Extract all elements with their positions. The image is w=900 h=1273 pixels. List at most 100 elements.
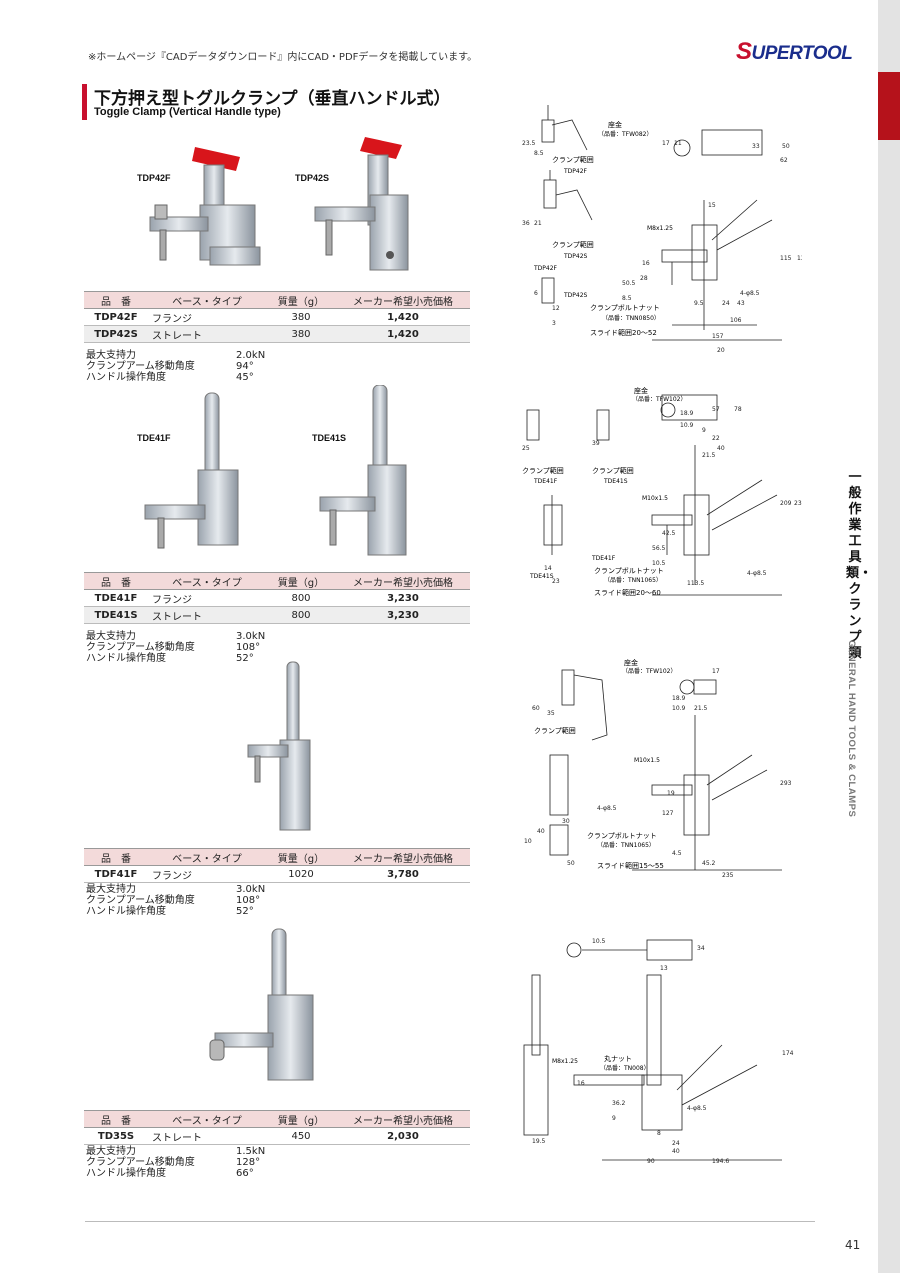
- prop-label: ハンドル操作角度: [86, 372, 166, 383]
- drawing-label: （品番：TNN1065）: [597, 842, 655, 849]
- technical-drawing-tdf41: 座金 （品番：TFW102） クランプ範囲 M10x1.5 クランプボルトナット…: [524, 658, 792, 879]
- drawing-label: クランプ範囲: [522, 466, 564, 475]
- cell-price: 2,030: [336, 1127, 470, 1145]
- prop-value: 52°: [236, 906, 254, 917]
- side-category-en: GENERAL HAND TOOLS & CLAMPS: [846, 640, 857, 818]
- dimension-label: 21.5: [702, 452, 716, 459]
- dimension-label: 40: [672, 1148, 680, 1155]
- dimension-label: 23.5: [522, 140, 536, 147]
- cell-code: TDE41S: [84, 606, 148, 624]
- dimension-label: 17: [712, 668, 720, 675]
- dimension-label: 40: [717, 445, 725, 452]
- drawing-label: 座金: [624, 658, 638, 667]
- drawing-label: （品番：TFW102）: [622, 668, 677, 675]
- drawing-label: TDE41F: [533, 478, 558, 485]
- prop-label: クランプアーム移動角度: [86, 1157, 195, 1168]
- dimension-label: 233: [794, 500, 802, 507]
- dimension-label: 9: [612, 1115, 616, 1122]
- dimension-label: 36.2: [612, 1100, 626, 1107]
- dimension-label: 30: [562, 818, 570, 825]
- product-photo-tde41: [144, 385, 407, 556]
- drawing-label: （品番：TNN0850）: [602, 315, 660, 322]
- drawing-label: スライド範囲15～55: [597, 861, 664, 870]
- product-photo-tdp42: [149, 137, 409, 271]
- dimension-label: 28: [640, 275, 648, 282]
- dimension-label: 13: [660, 965, 668, 972]
- spec-table: 品 番 ベース・タイプ 質量（g） メーカー希望小売価格 TDF41F フランジ…: [84, 848, 470, 883]
- side-tab-strip: [878, 0, 900, 1273]
- dimension-label: 23: [552, 578, 560, 585]
- prop-label: ハンドル操作角度: [86, 906, 166, 917]
- dimension-label: 60: [532, 705, 540, 712]
- model-label: TDE41S: [312, 433, 347, 443]
- drawing-label: スライド範囲20～60: [594, 588, 661, 597]
- drawing-label: クランプ範囲: [592, 466, 634, 475]
- cell-code: TDF41F: [84, 865, 148, 883]
- col-header-weight: 質量（g）: [266, 1110, 336, 1128]
- col-header-price: メーカー希望小売価格: [336, 1110, 470, 1128]
- model-label: TDE41F: [137, 433, 171, 443]
- dimension-label: 16: [642, 260, 650, 267]
- col-header-code: 品 番: [84, 291, 148, 309]
- dimension-label: 62: [780, 157, 788, 164]
- model-label: TDP42F: [137, 173, 171, 183]
- side-tab-active: [878, 72, 900, 140]
- drawing-label: （品番：TNN1065）: [604, 577, 662, 584]
- brand-logo: SUPERTOOL: [736, 38, 853, 65]
- dimension-label: 16: [577, 1080, 585, 1087]
- product-photo-td35s: [209, 928, 314, 1081]
- dimension-label: 33: [752, 143, 760, 150]
- dimension-label: 40: [537, 828, 545, 835]
- cell-weight: 1020: [266, 865, 336, 883]
- cell-base: フランジ: [148, 865, 266, 883]
- drawing-label: TDP42F: [533, 265, 558, 272]
- cell-base: フランジ: [148, 308, 266, 326]
- footer-divider: [85, 1221, 815, 1222]
- dimension-label: 9.5: [694, 300, 704, 307]
- drawing-label: TDE41F: [591, 555, 616, 562]
- cell-code: TD35S: [84, 1127, 148, 1145]
- col-header-price: メーカー希望小売価格: [336, 572, 470, 590]
- drawing-label: TDE41S: [603, 478, 628, 485]
- cell-base: フランジ: [148, 589, 266, 607]
- prop-label: 最大支持力: [86, 631, 136, 642]
- side-category-jp: 一般作業工具類・クランプ類: [846, 470, 873, 661]
- cell-price: 1,420: [336, 308, 470, 326]
- cell-code: TDE41F: [84, 589, 148, 607]
- col-header-code: 品 番: [84, 848, 148, 866]
- dimension-label: 25: [522, 445, 530, 452]
- cell-base: ストレート: [148, 325, 266, 343]
- dimension-label: 57: [712, 406, 720, 413]
- dimension-label: 194.6: [712, 1158, 729, 1165]
- cell-weight: 380: [266, 325, 336, 343]
- dimension-label: 45.2: [702, 860, 716, 867]
- dimension-label: 17: [662, 140, 670, 147]
- dimension-label: 19: [667, 790, 675, 797]
- col-header-price: メーカー希望小売価格: [336, 848, 470, 866]
- drawing-label: 丸ナット: [604, 1054, 632, 1063]
- dimension-label: 11: [674, 140, 682, 147]
- dimension-label: 106: [730, 317, 742, 324]
- dimension-label: 56.5: [652, 545, 666, 552]
- dimension-label: 127: [662, 810, 674, 817]
- dimension-label: 19.5: [532, 1138, 546, 1145]
- dimension-label: 14: [544, 565, 552, 572]
- prop-label: ハンドル操作角度: [86, 1168, 166, 1179]
- cell-price: 3,230: [336, 606, 470, 624]
- drawing-label: TDP42S: [563, 292, 588, 299]
- dimension-label: 235: [722, 872, 734, 879]
- prop-label: クランプアーム移動角度: [86, 895, 195, 906]
- col-header-code: 品 番: [84, 1110, 148, 1128]
- dimension-label: 10.5: [592, 938, 606, 945]
- dimension-label: 10.5: [652, 560, 666, 567]
- dimension-label: 115: [780, 255, 792, 262]
- spec-table: 品 番 ベース・タイプ 質量（g） メーカー希望小売価格 TDP42F フランジ…: [84, 291, 470, 343]
- dimension-label: 18.9: [672, 695, 686, 702]
- table-row: TDF41F フランジ 1020 3,780: [84, 865, 470, 883]
- dimension-label: 10: [524, 838, 532, 845]
- prop-value: 108°: [236, 895, 261, 906]
- col-header-weight: 質量（g）: [266, 572, 336, 590]
- cell-base: ストレート: [148, 1127, 266, 1145]
- dimension-label: 8: [657, 1130, 661, 1137]
